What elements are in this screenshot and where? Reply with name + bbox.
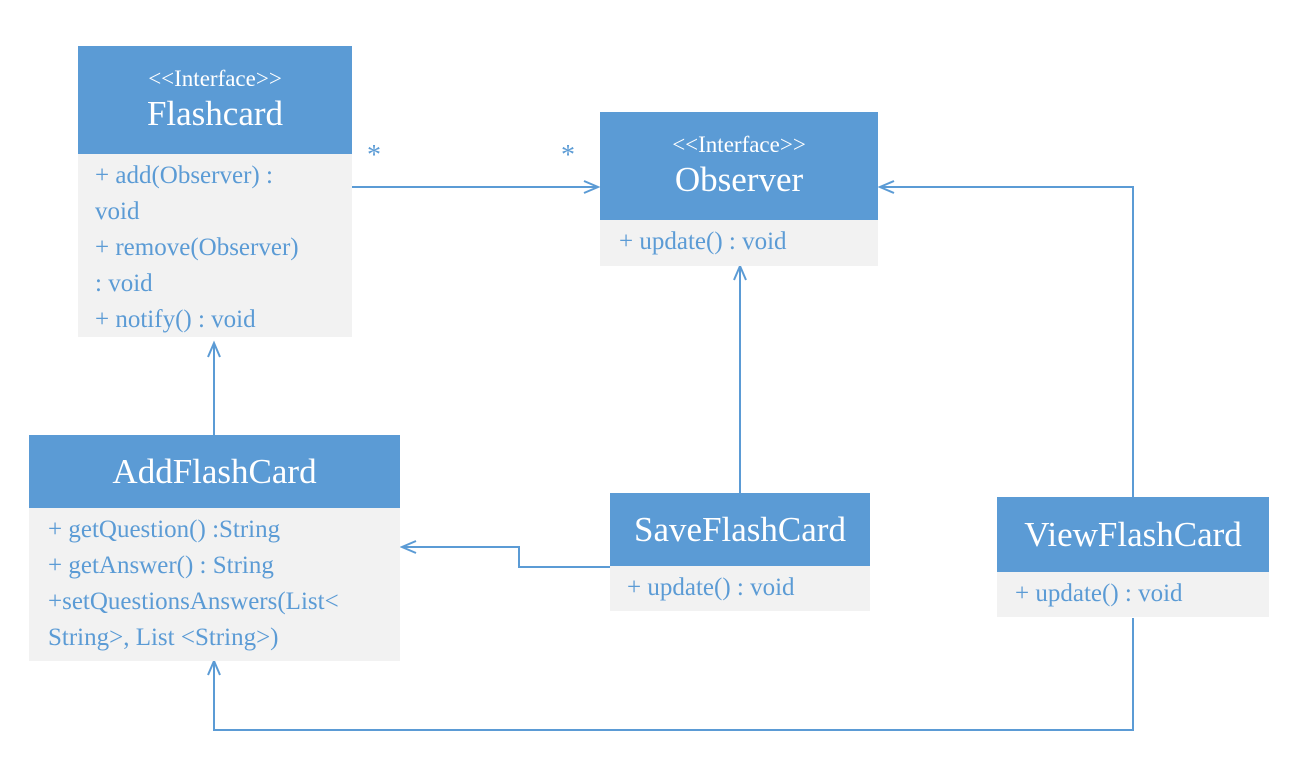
class-header: SaveFlashCard (610, 493, 870, 566)
class-header: AddFlashCard (29, 435, 400, 508)
operation: + getAnswer() : String (48, 552, 274, 579)
arrow-viewflashcard-to-observer (877, 180, 1134, 497)
operations-compartment: + update() : void (997, 572, 1269, 617)
association-flashcard-observer (352, 180, 601, 194)
operation: + notify() : void (95, 306, 256, 333)
class-header: <<Interface>> Observer (600, 112, 878, 220)
operations-compartment: + update() : void (600, 220, 878, 266)
operation: + add(Observer) : (95, 162, 273, 189)
operation: void (95, 198, 140, 225)
operation: + getQuestion() :String (48, 516, 281, 543)
operation: : void (95, 270, 153, 297)
multiplicity-observer: * (561, 140, 575, 171)
operation: +setQuestionsAnswers(List< (48, 588, 339, 615)
operations-compartment: + add(Observer) : void + remove(Observer… (78, 154, 352, 337)
class-addflashcard[interactable]: AddFlashCard + getQuestion() :String + g… (29, 435, 400, 661)
stereotype-label: <<Interface>> (672, 132, 806, 157)
class-observer[interactable]: <<Interface>> Observer + update() : void (600, 112, 878, 266)
class-saveflashcard[interactable]: SaveFlashCard + update() : void (610, 493, 870, 611)
stereotype-label: <<Interface>> (148, 66, 282, 91)
operations-compartment: + update() : void (610, 566, 870, 611)
class-name: AddFlashCard (112, 451, 317, 491)
arrow-addflashcard-to-flashcard (207, 340, 221, 435)
class-header: <<Interface>> Flashcard (78, 46, 352, 154)
class-name: Observer (674, 160, 804, 199)
class-header: ViewFlashCard (997, 497, 1269, 572)
arrow-saveflashcard-to-addflashcard (399, 540, 610, 568)
operation: + update() : void (619, 228, 787, 255)
class-name: SaveFlashCard (634, 509, 846, 549)
operations-compartment: + getQuestion() :String + getAnswer() : … (29, 508, 400, 661)
multiplicity-flashcard: * (367, 140, 381, 171)
operation: + remove(Observer) (95, 234, 299, 261)
operation: + update() : void (1015, 580, 1183, 607)
operation: String>, List <String>) (48, 624, 279, 651)
class-viewflashcard[interactable]: ViewFlashCard + update() : void (997, 497, 1269, 617)
arrow-viewflashcard-to-addflashcard (207, 618, 1134, 731)
class-name: Flashcard (146, 94, 284, 133)
operation: + update() : void (627, 574, 795, 601)
arrow-saveflashcard-to-observer (733, 263, 747, 493)
class-flashcard[interactable]: <<Interface>> Flashcard + add(Observer) … (78, 46, 352, 337)
class-name: ViewFlashCard (1024, 514, 1242, 554)
